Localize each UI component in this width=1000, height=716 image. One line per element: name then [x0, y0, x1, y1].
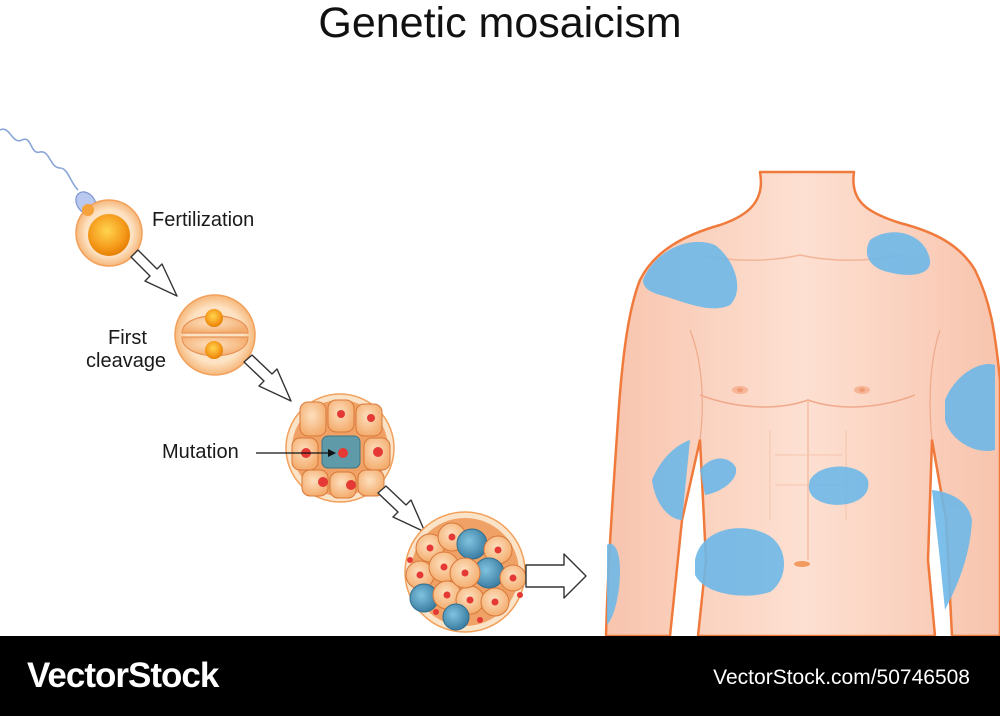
- morula-icon: [285, 393, 395, 503]
- mosaic-patches: [607, 232, 995, 625]
- label-first-cleavage-line2: cleavage: [86, 350, 167, 372]
- mosaic-patch: [932, 490, 972, 610]
- brand-logo[interactable]: VectorStock: [27, 656, 219, 695]
- mosaicism-diagram: [0, 128, 1000, 636]
- mosaic-patch: [700, 458, 737, 495]
- mosaic-patch: [695, 528, 784, 596]
- two-cell-embryo-icon: [174, 294, 256, 376]
- image-id-text: VectorStock.com/50746508: [713, 666, 970, 689]
- page-title: Genetic mosaicism: [318, 0, 682, 47]
- arrow-icon: [130, 249, 178, 297]
- label-fertilization: Fertilization: [152, 209, 255, 231]
- arrow-icon: [243, 354, 292, 402]
- mosaic-patch: [643, 241, 738, 309]
- sperm-icon: [0, 128, 97, 215]
- zygote-icon: [75, 199, 143, 267]
- mosaic-patch: [652, 440, 690, 520]
- mosaic-patch: [945, 364, 995, 451]
- mutation-pointer: [256, 449, 336, 457]
- mosaic-patch: [607, 543, 620, 625]
- label-mutation: Mutation: [162, 441, 239, 463]
- mosaic-patch: [866, 232, 931, 275]
- label-first-cleavage-line1: First: [108, 327, 147, 349]
- arrow-icon: [525, 553, 587, 599]
- arrow-icon: [377, 485, 426, 533]
- mosaic-embryo-icon: [404, 511, 527, 633]
- mosaic-patch: [808, 466, 869, 505]
- footer-bar: [0, 636, 1000, 716]
